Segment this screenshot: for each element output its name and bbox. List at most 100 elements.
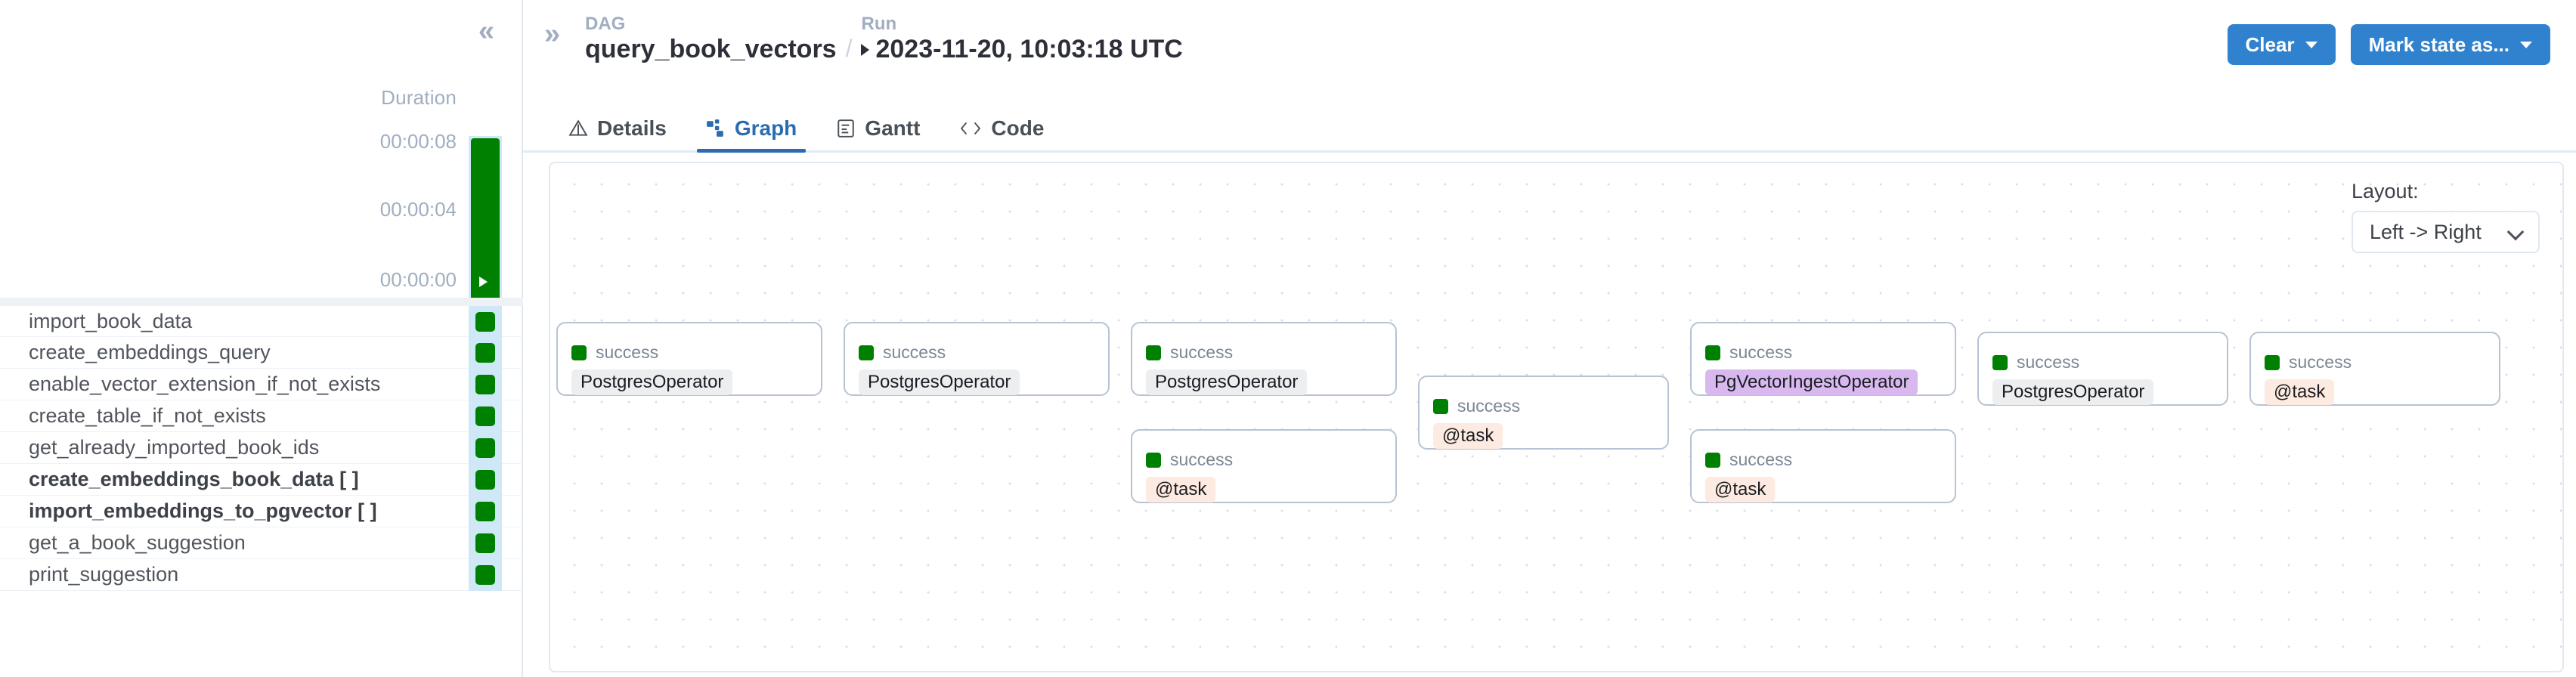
graph-node-status: success <box>1992 352 2213 373</box>
task-row[interactable]: create_embeddings_book_data [ ] <box>0 464 523 496</box>
tab-graph[interactable]: Graph <box>686 116 816 153</box>
graph-node-operator-badge: PostgresOperator <box>1992 379 2154 405</box>
graph-node-enable_vector_extension[interactable]: enable_vector_extension_if_n...successPo… <box>556 322 822 396</box>
tab-details[interactable]: Details <box>549 116 686 153</box>
status-square-success <box>475 407 495 426</box>
graph-node-status-label: success <box>1729 342 1793 362</box>
task-instance-cell[interactable] <box>469 496 502 527</box>
graph-node-operator-badge: @task <box>1705 477 1776 502</box>
task-instance-cell[interactable] <box>469 369 502 400</box>
graph-node-get_a_book_suggestion[interactable]: get_a_book_suggestionsuccessPostgresOper… <box>1977 332 2228 406</box>
tab-bar-underline <box>523 150 2576 153</box>
graph-node-operator-badge: PostgresOperator <box>1146 369 1308 395</box>
breadcrumb-dag-name: query_book_vectors <box>585 34 837 63</box>
task-row-label: create_table_if_not_exists <box>29 404 266 427</box>
task-row[interactable]: print_suggestion <box>0 559 523 591</box>
graph-node-status: success <box>1705 450 1941 470</box>
breadcrumb-run-value: 2023-11-20, 10:03:18 UTC <box>861 34 1183 64</box>
graph-node-operator-badge: @task <box>1146 477 1216 502</box>
graph-node-status-label: success <box>2289 352 2352 372</box>
graph-node-get_already_imported_book_ids[interactable]: get_already_imported_book_idssuccessPost… <box>1131 322 1397 396</box>
run-play-caret-icon <box>861 43 870 56</box>
graph-node-operator-badge: @task <box>2265 379 2335 405</box>
graph-node-status: success <box>1705 342 1941 363</box>
graph-nodes-layer: enable_vector_extension_if_n...successPo… <box>550 163 2562 671</box>
duration-tick-8: 00:00:08 <box>379 130 457 153</box>
status-square-success <box>1146 345 1161 360</box>
task-instance-cell[interactable] <box>469 559 502 591</box>
graph-canvas[interactable]: enable_vector_extension_if_n...successPo… <box>549 162 2564 672</box>
status-square-success <box>475 343 495 363</box>
status-square-success <box>475 375 495 394</box>
mark-state-button-label: Mark state as... <box>2368 32 2509 56</box>
graph-node-create_embeddings_book_data[interactable]: create_embeddings_book_da...success@task <box>1418 376 1669 450</box>
breadcrumb-dag[interactable]: DAG query_book_vectors <box>585 14 837 64</box>
graph-node-status-label: success <box>1729 450 1793 469</box>
mark-state-button[interactable]: Mark state as... <box>2350 24 2550 65</box>
task-row[interactable]: create_table_if_not_exists <box>0 400 523 432</box>
task-row-label: import_book_data <box>29 309 193 332</box>
status-square-success <box>475 533 495 553</box>
task-row-label: get_already_imported_book_ids <box>29 436 320 459</box>
status-square-success <box>1146 452 1161 468</box>
tab-code[interactable]: Code <box>940 116 1064 153</box>
status-square-success <box>859 345 874 360</box>
graph-node-status: success <box>1146 450 1382 470</box>
task-row[interactable]: create_embeddings_query <box>0 337 523 369</box>
layout-label: Layout: <box>2352 180 2419 202</box>
clear-button[interactable]: Clear <box>2227 24 2336 65</box>
graph-node-status: success <box>2265 352 2485 373</box>
tab-gantt[interactable]: Gantt <box>816 116 940 153</box>
task-row[interactable]: enable_vector_extension_if_not_exists <box>0 369 523 400</box>
task-row-label: import_embeddings_to_pgvector [ ] <box>29 499 377 522</box>
task-instance-cell[interactable] <box>469 464 502 496</box>
collapse-sidebar-icon[interactable]: « <box>478 15 494 47</box>
task-row-label: create_embeddings_query <box>29 341 271 363</box>
task-instance-cell[interactable] <box>469 432 502 464</box>
task-row[interactable]: get_already_imported_book_ids <box>0 432 523 464</box>
dag-run-duration-bar[interactable] <box>471 138 500 298</box>
status-square-success <box>475 565 495 585</box>
status-square-success <box>1433 398 1448 414</box>
task-row[interactable]: import_book_data <box>0 305 523 338</box>
duration-axis-title: Duration <box>381 86 457 109</box>
breadcrumb: DAG query_book_vectors / Run 2023-11-20,… <box>585 14 1183 64</box>
status-square-success <box>1992 354 2008 370</box>
graph-node-status: success <box>1433 396 1654 416</box>
main-panel: » DAG query_book_vectors / Run 2023-11-2… <box>523 0 2576 677</box>
task-row[interactable]: get_a_book_suggestion <box>0 527 523 559</box>
graph-node-operator-badge: PgVectorIngestOperator <box>1705 369 1918 395</box>
duration-tick-0: 00:00:00 <box>379 268 457 291</box>
graph-node-status-label: success <box>2017 352 2080 372</box>
task-instance-cell[interactable] <box>469 400 502 432</box>
task-instance-cell[interactable] <box>469 527 502 559</box>
breadcrumb-run-timestamp: 2023-11-20, 10:03:18 UTC <box>875 34 1183 63</box>
clear-button-label: Clear <box>2245 32 2295 56</box>
graph-node-import_book_data[interactable]: import_book_datasuccess@task <box>1131 429 1397 503</box>
status-square-success <box>475 470 495 490</box>
task-row-label: get_a_book_suggestion <box>29 531 246 554</box>
task-row[interactable]: import_embeddings_to_pgvector [ ] <box>0 496 523 527</box>
task-instance-cell[interactable] <box>469 337 502 369</box>
graph-node-status: success <box>1146 342 1382 363</box>
status-square-success <box>1705 345 1720 360</box>
graph-node-print_suggestion[interactable]: print_suggestionsuccess@task <box>2249 332 2500 406</box>
graph-node-create_table_if_not_exists[interactable]: create_table_if_not_existssuccessPostgre… <box>844 322 1110 396</box>
graph-node-create_embeddings_query[interactable]: create_embeddings_querysuccess@task <box>1690 429 1956 503</box>
status-square-success <box>475 312 495 332</box>
breadcrumb-run[interactable]: Run 2023-11-20, 10:03:18 UTC <box>861 14 1183 64</box>
task-instance-cell[interactable] <box>469 306 502 338</box>
header-actions: Clear Mark state as... <box>2227 24 2550 65</box>
graph-node-status-label: success <box>1170 450 1234 469</box>
chevron-down-icon <box>2520 41 2532 48</box>
duration-tick-4: 00:00:04 <box>379 198 457 221</box>
tab-bar: Details Graph Gantt Code <box>549 101 1064 153</box>
graph-node-operator-badge: @task <box>1433 423 1503 449</box>
layout-select[interactable]: Left -> RightRight -> LeftTop -> BottomB… <box>2352 211 2540 253</box>
tab-label: Gantt <box>865 116 921 140</box>
expand-sidebar-icon[interactable]: » <box>544 18 561 50</box>
graph-node-import_embeddings_to_pgvector[interactable]: import_embeddings_to_pgve...successPgVec… <box>1690 322 1956 396</box>
breadcrumb-dag-kicker: DAG <box>585 14 626 34</box>
tab-label: Graph <box>734 116 797 140</box>
graph-node-operator-badge: PostgresOperator <box>571 369 733 395</box>
